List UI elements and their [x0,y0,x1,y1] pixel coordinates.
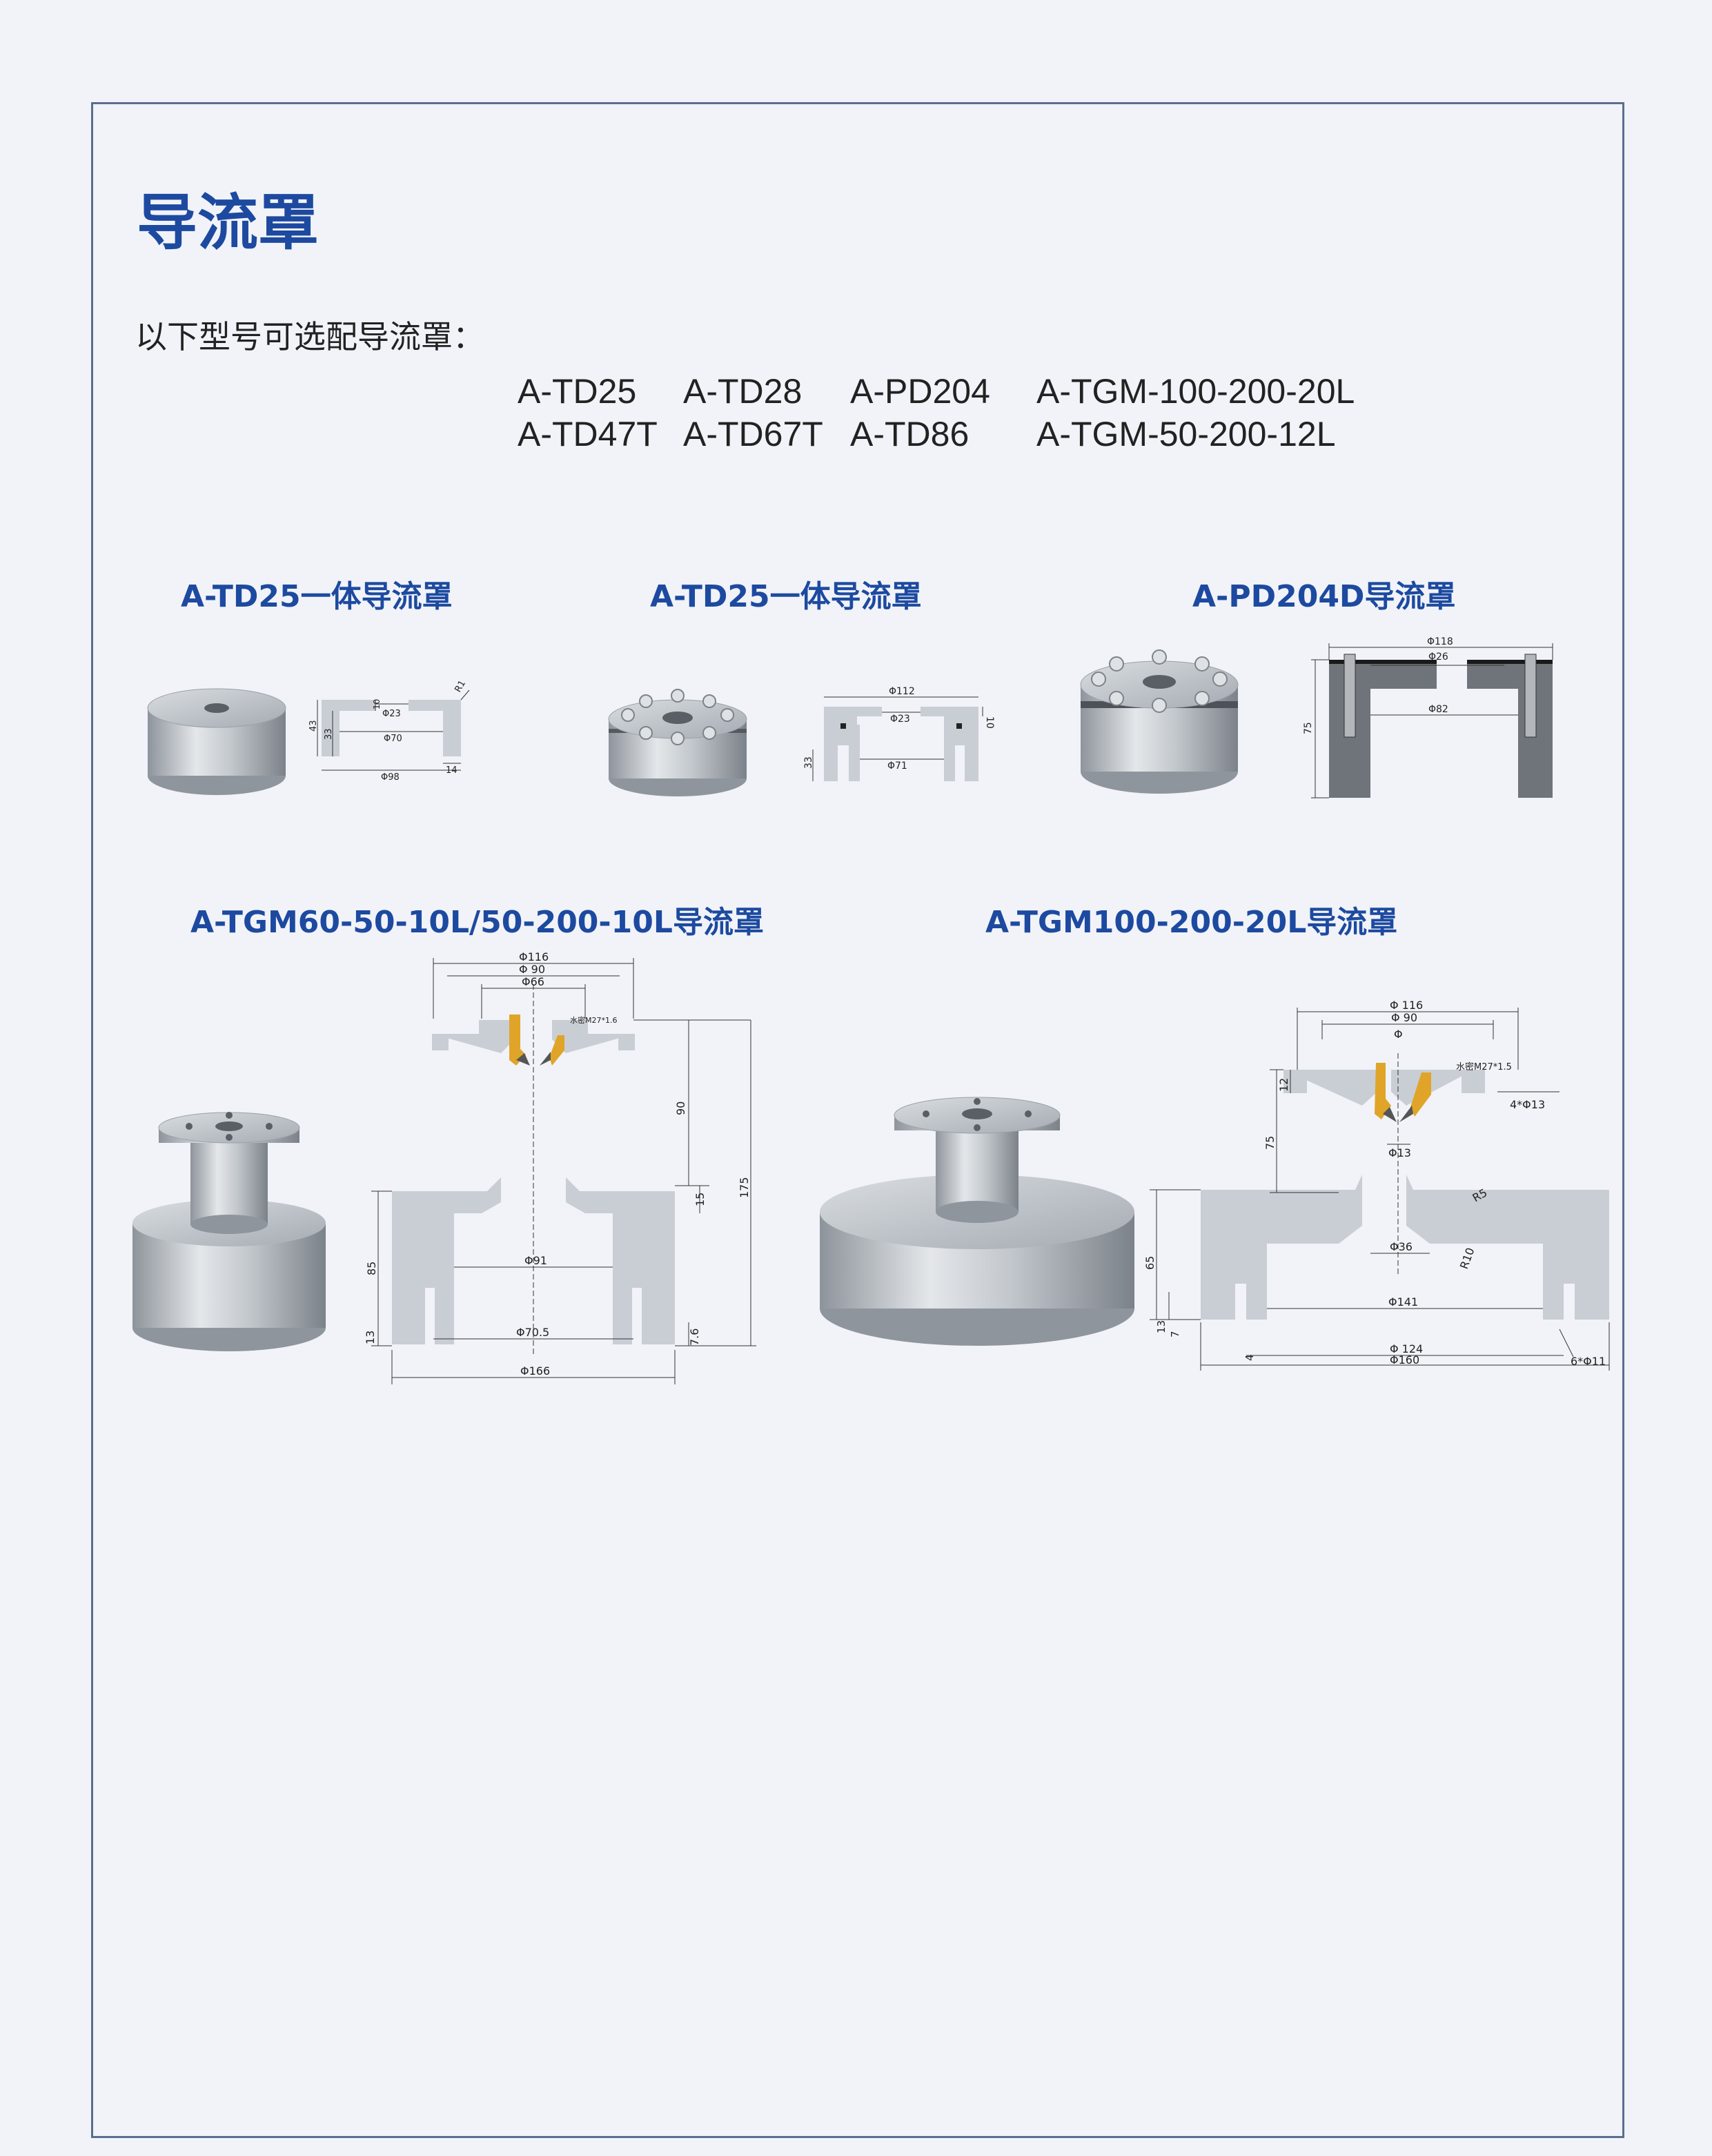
model-row: A-TD25 A-TD28 A-PD204 A-TGM-100-200-20L [518,370,1415,413]
product-photo-tgm60 [132,1112,326,1351]
product-photo-td25-a [147,688,286,795]
dim-label: 12 [1277,1078,1290,1092]
dim-label: 7.6 [688,1329,701,1346]
model-item: A-TGM-100-200-20L [1036,372,1355,411]
dim-label: 75 [1303,722,1314,734]
dim-label: 85 [365,1262,378,1275]
product-caption-tgm100: A-TGM100-200-20L导流罩 [985,905,1398,940]
dim-label: Φ13 [1388,1146,1411,1159]
dim-label: Φ26 [1428,651,1448,663]
dim-label: Φ141 [1388,1295,1418,1309]
dim-label: Φ116 [519,950,549,963]
dim-label: Φ23 [890,714,910,725]
intro-text: 以下型号可选配导流罩： [135,318,484,355]
dim-label: 75 [1263,1136,1277,1150]
dim-label: 10 [372,699,382,709]
model-item: A-TD28 [683,372,803,411]
dim-label: Φ166 [520,1364,550,1378]
dim-label: Φ98 [381,772,400,783]
product-photo-td25-b [608,689,747,796]
dim-label: Φ70.5 [516,1326,549,1339]
dim-label: Φ118 [1427,636,1453,647]
dim-label: R1 [453,679,468,694]
model-row: A-TD47T A-TD67T A-TD86 A-TGM-50-200-12L [518,413,1415,455]
dim-label: Φ23 [382,709,401,719]
product-drawing-tgm100: Φ 116 Φ 90 Φ 水密M27*1.5 12 4*Φ13 75 Φ13 R… [1143,999,1610,1371]
dim-label: Φ 90 [1391,1011,1417,1024]
dim-label: Φ112 [889,686,915,697]
dim-label: Φ66 [522,975,544,988]
dim-label: 14 [446,765,457,776]
dim-label: Φ71 [887,761,907,772]
dim-label: 10 [984,716,995,729]
dim-label: Φ70 [384,734,402,744]
model-item: A-TGM-50-200-12L [1036,415,1336,453]
page-title: 导流罩 [137,187,319,258]
model-item: A-TD67T [683,415,823,453]
dim-label: R10 [1457,1246,1477,1271]
product-caption-td25-a: A-TD25一体导流罩 [181,579,453,614]
dim-label: 水密M27*1.6 [570,1015,617,1025]
dim-label: Φ 124 [1390,1342,1423,1355]
dim-label: Φ160 [1390,1353,1419,1366]
page-frame [91,102,1624,2138]
dim-label: 水密M27*1.5 [1456,1061,1512,1072]
dim-label: Φ36 [1390,1240,1413,1253]
dim-label: Φ 90 [519,963,545,976]
dim-label: 15 [693,1193,707,1206]
dim-label: Φ [1394,1028,1403,1041]
dim-label: 175 [738,1177,751,1198]
dim-label: Φ91 [524,1254,547,1267]
dim-label: 43 [308,720,319,732]
model-item: A-PD204 [850,372,990,411]
model-item: A-TD47T [518,415,658,453]
dim-label: 65 [1143,1256,1157,1270]
product-photo-tgm100 [820,1097,1134,1346]
product-drawing-td25-a: 43 33 10 Φ23 Φ70 Φ98 14 R1 [308,679,470,783]
dim-label: 90 [674,1101,687,1115]
product-drawing-tgm60: Φ116 Φ 90 Φ66 水密M27*1.6 90 175 15 85 Φ91… [364,950,756,1384]
product-drawing-td25-b: Φ112 Φ23 Φ71 33 10 [803,686,995,781]
dim-label: 4*Φ13 [1510,1098,1545,1111]
model-item: A-TD25 [518,372,637,411]
dim-label: 4 [1243,1354,1256,1361]
model-item: A-TD86 [850,415,970,453]
dim-label: 33 [324,728,334,740]
product-caption-pd204d: A-PD204D导流罩 [1192,579,1456,614]
product-drawing-pd204d: Φ118 Φ26 Φ82 75 [1303,636,1553,798]
dim-label: 13 [364,1331,377,1344]
model-list: A-TD25 A-TD28 A-PD204 A-TGM-100-200-20L … [518,370,1415,455]
dim-label: 33 [803,756,814,769]
product-caption-tgm60: A-TGM60-50-10L/50-200-10L导流罩 [190,905,764,940]
dim-label: 6*Φ11 [1571,1355,1606,1368]
dim-label: 7 [1169,1331,1181,1337]
dim-label: 13 [1155,1320,1168,1333]
product-caption-td25-b: A-TD25一体导流罩 [650,579,922,614]
product-photo-pd204d [1080,649,1239,794]
dim-label: Φ82 [1428,704,1448,715]
dim-label: Φ 116 [1390,999,1423,1012]
